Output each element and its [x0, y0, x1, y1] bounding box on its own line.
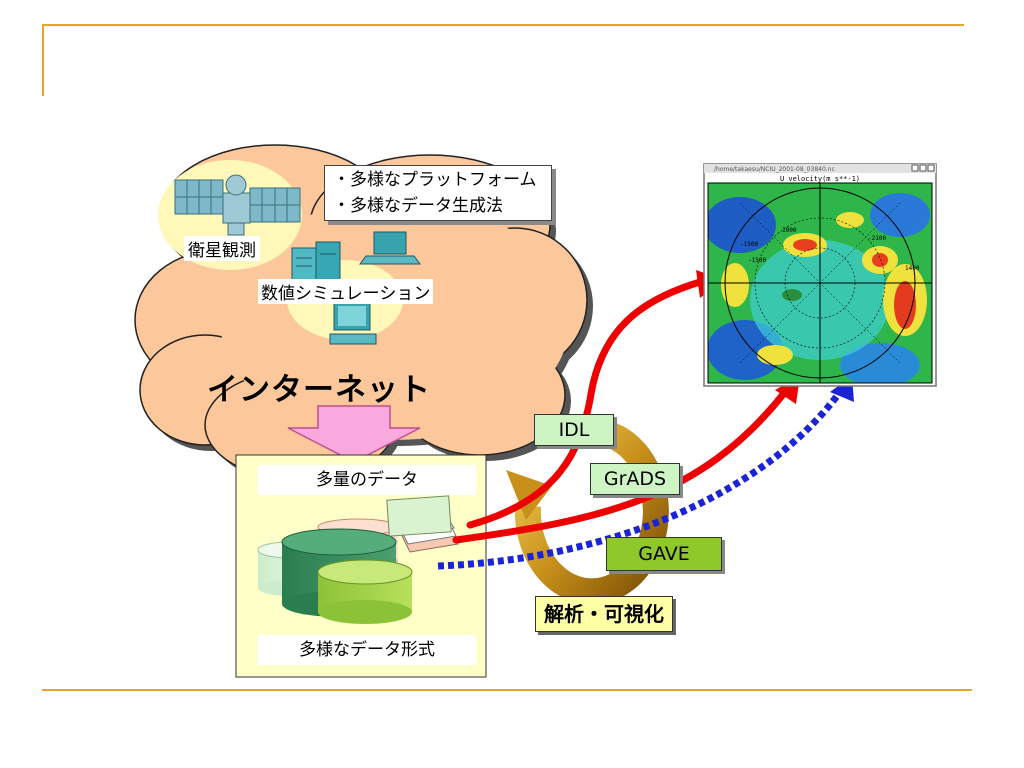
cylinder-lime: [317, 559, 413, 624]
satellite-label: 衛星観測: [184, 236, 260, 261]
down-arrow: [287, 405, 421, 463]
window-title: /home/takaesu/NCIU_2001-08_03840.nc: [714, 166, 835, 173]
internet-label: インターネット: [207, 372, 431, 408]
contour-label: 1000: [782, 227, 797, 234]
desktop-pc-icon: [329, 301, 377, 345]
paper-stack-icon: [386, 495, 459, 553]
plot-title: U velocity(m s**-1): [780, 175, 860, 183]
contour-label: 1400: [905, 265, 920, 272]
slide-frame-top: [42, 24, 964, 26]
maximize-button[interactable]: [919, 164, 927, 172]
bullet-data-generation: ・多様なデータ生成法: [333, 196, 503, 216]
close-button[interactable]: [927, 164, 935, 172]
database-cylinders: [257, 518, 413, 624]
minimize-button[interactable]: [911, 164, 919, 172]
feature-bullets: ・多様なプラットフォーム ・多様なデータ生成法: [324, 165, 552, 221]
tool-gave: GAVE: [606, 537, 722, 571]
analysis-cycle-ring: [506, 419, 669, 605]
contour-label: -2100: [868, 235, 886, 242]
satellite-icon: [174, 174, 301, 236]
server-icon: [291, 241, 341, 285]
plot-window: /home/takaesu/NCIU_2001-08_03840.nc U ve…: [703, 163, 937, 387]
slide-frame-bottom: [42, 689, 972, 691]
numerical-simulation-label: 数値シミュレーション: [258, 279, 434, 304]
contour-label: -1500: [748, 257, 766, 264]
tool-idl: IDL: [534, 414, 614, 446]
tool-grads: GrADS: [590, 463, 680, 495]
bullet-platforms: ・多様なプラットフォーム: [333, 170, 537, 190]
slide-frame-left: [42, 24, 44, 96]
contour-label: -1500: [740, 241, 758, 248]
red-arrows: [452, 278, 789, 544]
laptop-icon: [359, 231, 421, 265]
analysis-visualization-label: 解析・可視化: [535, 596, 673, 632]
data-format-label: 多様なデータ形式: [258, 635, 476, 665]
data-volume-label: 多量のデータ: [258, 465, 476, 495]
window-titlebar[interactable]: [704, 164, 936, 173]
